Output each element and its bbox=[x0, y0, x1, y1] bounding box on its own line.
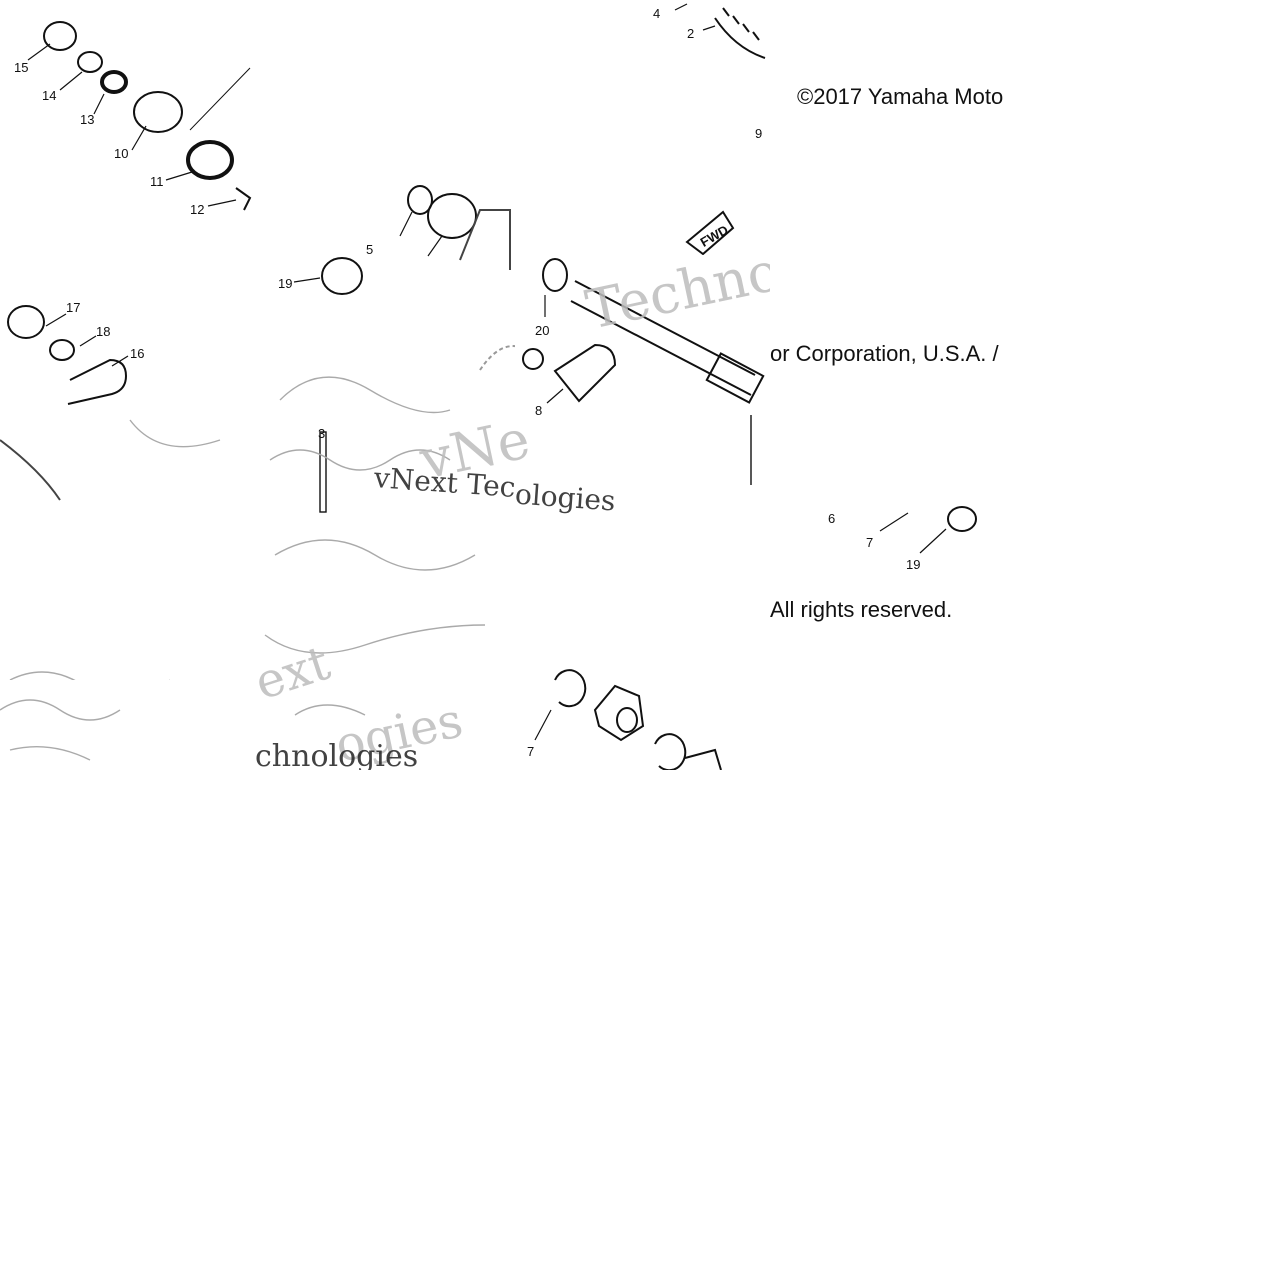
lever-drawing: 17 18 16 bbox=[0, 300, 221, 704]
tile-center: 20 8 Techno ologies bbox=[515, 255, 770, 515]
screw-8-shape bbox=[522, 348, 544, 370]
tile-top-left: 15 14 13 10 11 12 bbox=[0, 0, 260, 260]
label-19b: 19 bbox=[906, 557, 920, 572]
tile-top-middle: 5 19 3 vNext Tec bbox=[260, 160, 515, 515]
watermark-b: ologies bbox=[515, 477, 617, 515]
circlip-5-shape bbox=[407, 185, 433, 215]
tile-bottom-left bbox=[0, 680, 255, 770]
shaft-shape bbox=[574, 280, 756, 376]
gear-shape bbox=[593, 684, 645, 742]
label-8: 8 bbox=[535, 403, 542, 418]
cam-parts-drawing: 6 7 19 bbox=[828, 506, 977, 572]
collar-20-shape bbox=[542, 258, 568, 292]
tile-top-right: 4 2 9 FWD ©2017 Yamaha Moto bbox=[515, 0, 1030, 255]
circlip-7-shape bbox=[554, 669, 587, 708]
label-6: 6 bbox=[828, 511, 835, 526]
label-2: 2 bbox=[687, 26, 694, 41]
cap-15-shape bbox=[43, 21, 77, 51]
label-11: 11 bbox=[150, 174, 164, 189]
label-10: 10 bbox=[114, 146, 128, 161]
tile-right-middle: 6 7 19 or Corporation, U.S.A. / All righ… bbox=[770, 255, 1030, 655]
label-16: 16 bbox=[130, 346, 144, 361]
collar-shape bbox=[684, 748, 722, 770]
label-17: 17 bbox=[66, 300, 80, 315]
bottom-left-fragment bbox=[0, 699, 121, 761]
gear-drawing-top: 4 2 9 FWD bbox=[653, 3, 766, 255]
washer-5b-shape bbox=[427, 193, 477, 239]
washer-18-shape bbox=[49, 339, 75, 361]
oring-11-shape bbox=[186, 140, 234, 180]
lower-drawing bbox=[264, 539, 486, 716]
tile-bottom-middle: ext ogies chnologies bbox=[255, 515, 515, 770]
pin-3-shape bbox=[319, 431, 327, 513]
label-7b: 7 bbox=[527, 744, 534, 759]
collar-19b-shape bbox=[947, 506, 977, 532]
ring-13-shape bbox=[100, 70, 128, 94]
copyright-line-3: All rights reserved. bbox=[770, 597, 953, 622]
shift-shaft-drawing: 20 8 bbox=[522, 258, 765, 485]
label-7a: 7 bbox=[866, 535, 873, 550]
copyright-line-2: or Corporation, U.S.A. / bbox=[770, 341, 999, 366]
circlip-b-shape bbox=[654, 733, 687, 770]
label-5: 5 bbox=[366, 242, 373, 257]
body-10-shape bbox=[133, 91, 183, 133]
bolt-17-shape bbox=[7, 305, 45, 339]
seal-parts-drawing: 15 14 13 10 11 12 bbox=[14, 21, 252, 217]
label-19a: 19 bbox=[278, 276, 292, 291]
copyright-line-1: ©2017 Yamaha Moto bbox=[797, 84, 1004, 109]
spline-shape bbox=[705, 352, 765, 404]
plate-8-shape bbox=[553, 343, 617, 403]
label-18: 18 bbox=[96, 324, 110, 339]
label-9: 9 bbox=[755, 126, 762, 141]
label-14: 14 bbox=[42, 88, 56, 103]
label-20: 20 bbox=[535, 323, 549, 338]
lever-16-shape bbox=[67, 358, 128, 405]
clip-12-shape bbox=[235, 187, 252, 211]
fwd-arrow-shape bbox=[685, 210, 735, 255]
label-15: 15 bbox=[14, 60, 28, 75]
collar-19-shape bbox=[321, 257, 363, 295]
label-3: 3 bbox=[318, 426, 325, 441]
tile-bottom-center: 7 bbox=[515, 640, 730, 770]
washer-14-shape bbox=[77, 51, 103, 73]
label-12: 12 bbox=[190, 202, 204, 217]
gear-2-shape bbox=[714, 17, 766, 59]
shaft-parts-drawing: 5 19 3 bbox=[269, 185, 515, 513]
label-4: 4 bbox=[653, 6, 660, 21]
gear-drawing-bottom: 7 bbox=[527, 669, 722, 770]
label-13: 13 bbox=[80, 112, 94, 127]
watermark-f: chnologies bbox=[255, 739, 419, 770]
